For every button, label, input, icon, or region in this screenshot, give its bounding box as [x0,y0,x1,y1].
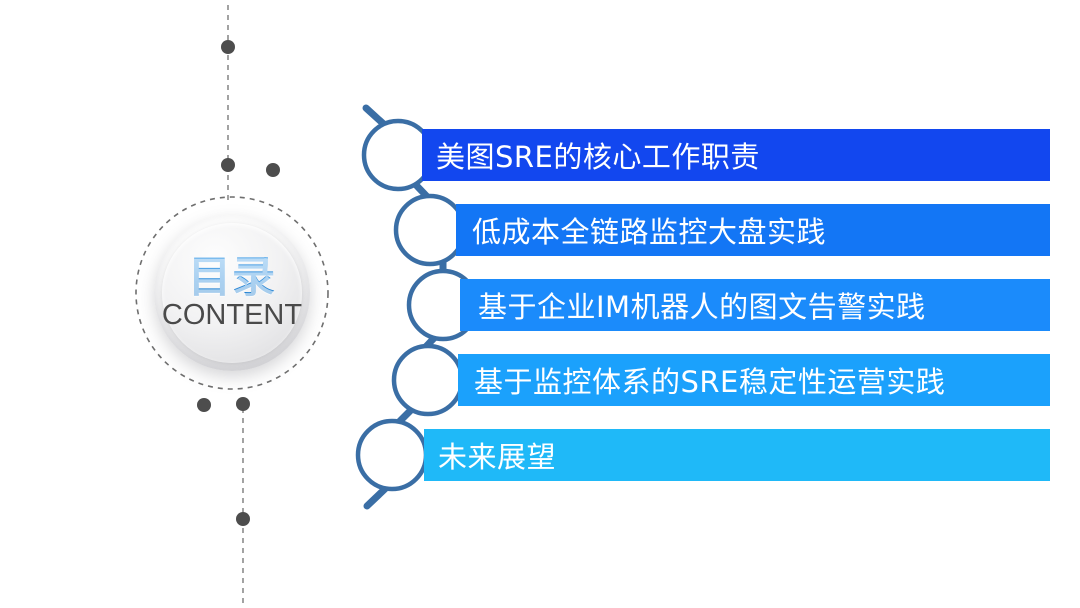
content-item-bar-2[interactable]: 低成本全链路监控大盘实践 [456,204,1050,256]
chain-link-3-4 [413,331,441,360]
decor-dot-top [221,40,235,54]
content-item-bar-5[interactable]: 未来展望 [424,429,1050,481]
badge-title-en: CONTENT [161,298,303,331]
content-item-label-3: 基于企业IM机器人的图文告警实践 [478,290,926,324]
chain-link-1-2 [412,181,441,211]
chain-link-bottom [363,483,391,510]
content-item-label-5: 未来展望 [438,440,557,474]
badge-title-cn: 目录 [188,252,276,303]
content-item-bar-1[interactable]: 美图SRE的核心工作职责 [422,129,1050,181]
badge-text-group: 目录 CONTENT [154,215,310,371]
chain-link-4-5 [387,406,415,434]
content-item-bar-4[interactable]: 基于监控体系的SRE稳定性运营实践 [458,354,1050,406]
chain-node-4 [391,343,465,417]
content-item-label-1: 美图SRE的核心工作职责 [436,140,760,174]
content-item-label-2: 低成本全链路监控大盘实践 [472,215,827,249]
content-item-bar-3[interactable]: 基于企业IM机器人的图文告警实践 [460,279,1050,331]
decor-dot-ring-top-left [221,158,235,172]
chain-link-top [362,104,392,132]
decor-dot-ring-bottom-right [236,397,250,411]
chain-node-5 [355,418,429,492]
chain-node-2 [393,193,467,267]
decor-dot-bottom [236,512,250,526]
badge-inner-ring [162,223,302,363]
content-badge: 目录 CONTENT [154,215,310,371]
content-item-label-4: 基于监控体系的SRE稳定性运营实践 [474,365,946,399]
decor-dot-ring-bottom-left [197,398,211,412]
decor-dot-ring-top-right [266,163,280,177]
